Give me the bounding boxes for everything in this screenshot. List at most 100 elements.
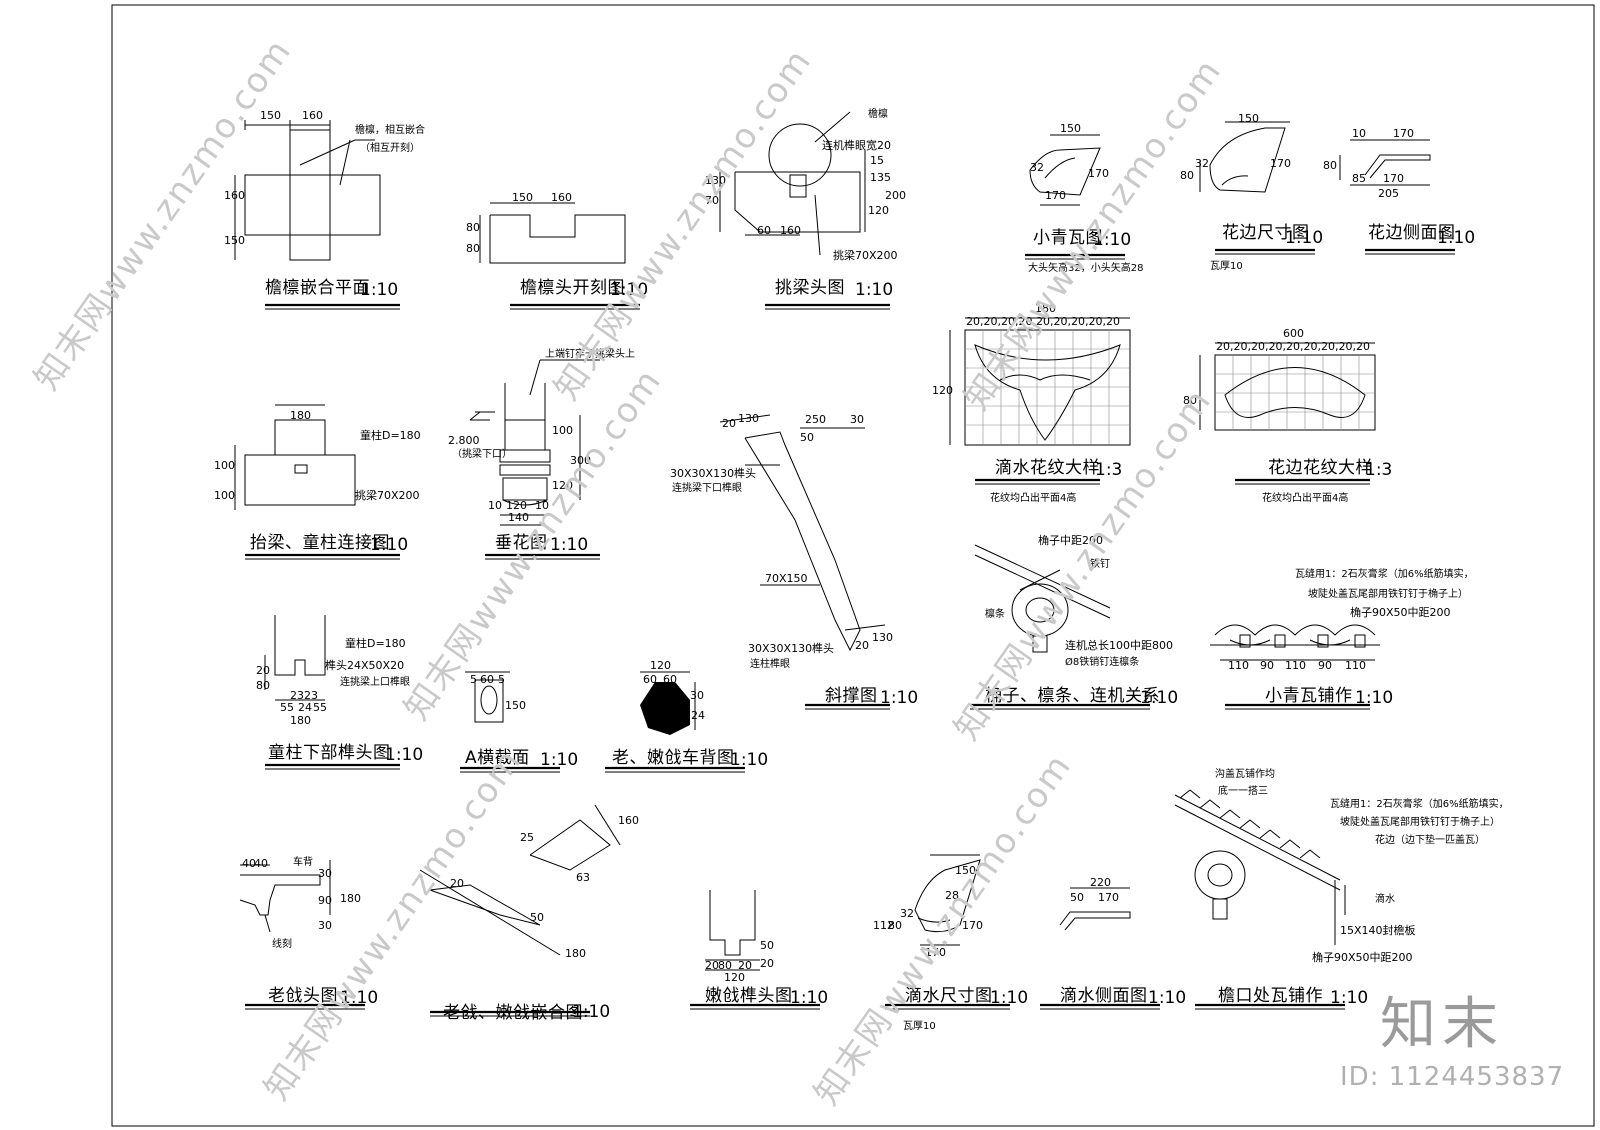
dimension: 150 [505,699,526,712]
dimension: 100 [214,489,235,502]
dimension: 50 [1070,891,1084,904]
dimension: 170 [1098,891,1119,904]
dimension: 180 [290,409,311,422]
drawing-1-lines [234,120,400,310]
dimension: 60 [757,224,771,237]
dimension: 40 [254,857,268,870]
dimension: 60 [663,673,677,686]
sheet-border [111,4,1595,1127]
dimension: 150 [1238,112,1259,125]
dimension: 20 [705,959,719,972]
dimension: 90 [1318,659,1332,672]
dimension: 60 [643,673,657,686]
dimension: 70 [705,194,719,207]
annotation: 2.800 [448,434,480,447]
annotation: 桷子90X50中距200 [1312,951,1413,964]
annotation: 瓦缝用1：2石灰膏浆（加6%纸筋填实， [1295,569,1474,580]
annotation: 底一一搭三 [1218,786,1268,797]
dimension: 150 [224,234,245,247]
drawing-11-lines [719,414,890,710]
dimension: 220 [1090,876,1111,889]
dimension: 130 [738,412,759,425]
dimension: 150 [512,191,533,204]
annotation: 连柱榫眼 [750,659,790,670]
dimension: 170 [1383,172,1404,185]
dimension: 110 [1345,659,1366,672]
drawing-scale: 1:10 [572,1002,611,1022]
drawing-14-lines [264,615,400,770]
drawing-scale: 1:10 [790,988,829,1008]
dimension: 5 [470,673,477,686]
drawing-scale: 1:10 [1355,688,1394,708]
annotation: 30X30X130榫头 [748,642,835,655]
drawing-19-lines [690,890,820,1010]
dimension: 20,20,20,20,20,20,20,20,20 [966,315,1120,328]
dimension: 100 [552,424,573,437]
annotation: （相互开刻） [360,143,420,154]
drawing-6-lines [1339,139,1455,255]
annotation: 坡陡处盖瓦尾部用铁钉钉于桷子上） [1340,817,1500,828]
annotation: 挑梁70X200 [355,489,420,502]
drawing-7-lines [234,404,400,560]
dimension: 5 [498,673,505,686]
annotation: 车背 [293,857,313,868]
dimension: 200 [885,189,906,202]
drawing-4-lines [1025,134,1125,260]
drawing-note: 大头矢高32，小头矢高28 [1028,263,1144,274]
annotation: 连挑梁上口榫眼 [340,677,410,688]
dimension: 80 [888,919,902,932]
drawing-scale: 1:10 [855,280,894,300]
drawing-title: 小青瓦图 [1033,228,1103,248]
dimension: 130 [705,174,726,187]
dimension: 60 [480,673,494,686]
drawing-title: 童柱下部榫头图 [268,743,391,763]
drawing-title: 桷子、檩条、连机关系 [985,686,1160,706]
dimension: 20 [738,959,752,972]
dimension: 80 [256,679,270,692]
drawing-scale: 1:10 [1140,688,1179,708]
drawing-title: 檐口处瓦铺作 [1218,986,1323,1006]
annotation: Ø8铁销钉连檩条 [1065,657,1140,668]
drawing-scale: 1:10 [385,745,424,765]
dimension: 10 [1352,127,1366,140]
dimension: 30 [318,867,332,880]
dimension: 170 [1045,189,1066,202]
annotation: （挑梁下口） [452,449,512,460]
drawing-scale: 1:10 [880,688,919,708]
drawing-title: 花边花纹大样 [1268,458,1373,478]
annotation: 檐檩 [868,109,888,120]
dimension: 180 [565,947,586,960]
drawing-16-lines [605,671,745,773]
drawing-scale: 1:10 [540,750,579,770]
annotation: 70X150 [765,572,808,585]
dimension: 20 [722,417,736,430]
drawing-title: 老戗头图 [268,986,338,1006]
dimension: 100 [214,459,235,472]
drawing-scale: 1:10 [550,535,589,555]
drawing-20-lines [885,854,1010,1010]
dimension: 180 [290,714,311,727]
dimension: 170 [1270,157,1291,170]
drawing-scale: 1:3 [1095,460,1123,480]
drawing-13-lines [1210,624,1380,710]
annotation: 童柱D=180 [345,637,406,650]
dimension: 120 [552,479,573,492]
drawing-title: 花边侧面图 [1368,223,1456,243]
annotation: 15X140封檐板 [1340,924,1416,937]
dimension: 120 [650,659,671,672]
dimension: 80 [718,959,732,972]
dimension: 160 [780,224,801,237]
drawing-scale: 1:10 [1437,228,1476,248]
drawing-title: 花边尺寸图 [1222,223,1310,243]
drawing-scale: 1:10 [990,988,1029,1008]
dimension: 63 [576,871,590,884]
drawing-title: 滴水花纹大样 [995,458,1100,478]
drawing-12-lines [970,544,1150,710]
annotation: 桷子90X50中距200 [1350,606,1451,619]
drawing-scale: 1:10 [730,750,769,770]
drawing-scale: 1:3 [1365,460,1393,480]
dimension: 205 [1378,187,1399,200]
dimension: 110 [1285,659,1306,672]
annotation: 连挑梁下口榫眼 [672,483,742,494]
drawing-18-lines [419,804,621,1017]
